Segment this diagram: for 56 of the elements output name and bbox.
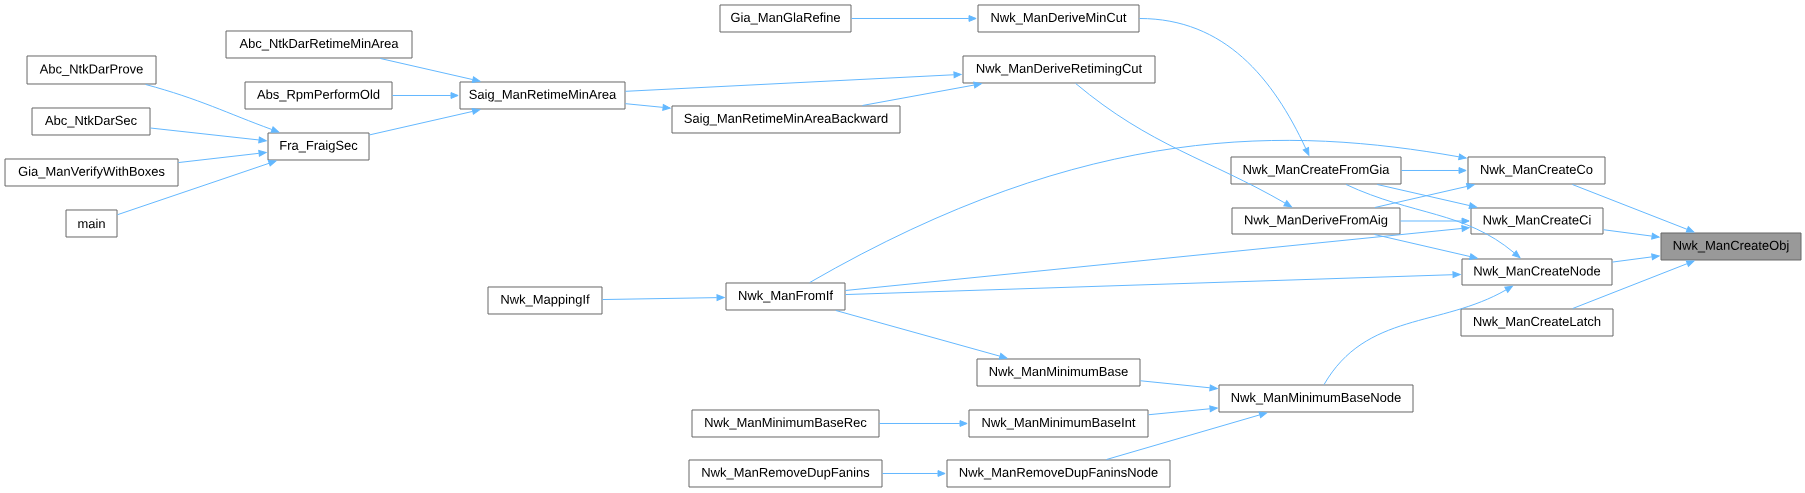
function-box: Nwk_ManMinimumBase: [976, 358, 1141, 387]
arrow: [602, 294, 725, 302]
arrow: [379, 58, 481, 83]
arrow: [1148, 405, 1218, 416]
arrow: [861, 81, 982, 106]
function-box: Abc_NtkDarSec: [31, 107, 151, 136]
function-box: Gia_ManVerifyWithBoxes: [4, 158, 179, 187]
arrow: [117, 160, 277, 216]
function-box: Nwk_ManRemoveDupFanins: [688, 459, 883, 488]
function-box: Nwk_ManFromIf: [725, 282, 846, 311]
function-box: Abc_NtkDarRetimeMinArea: [225, 30, 413, 59]
arrow: [835, 310, 1008, 360]
function-box: Abc_NtkDarProve: [26, 55, 157, 85]
function-box: Nwk_ManMinimumBaseRec: [691, 409, 880, 438]
function-box: Saig_ManRetimeMinArea: [459, 81, 626, 110]
function-box: Nwk_ManDeriveRetimingCut: [962, 55, 1156, 84]
arrow: [879, 420, 968, 427]
arrow: [392, 92, 459, 99]
arrow: [369, 108, 481, 136]
arrow: [1603, 229, 1660, 240]
function-box: Nwk_ManMinimumBaseNode: [1218, 384, 1414, 413]
function-box: Nwk_ManRemoveDupFaninsNode: [946, 459, 1171, 488]
function-box: Saig_ManRetimeMinAreaBackward: [671, 105, 901, 134]
function-box: Nwk_ManDeriveMinCut: [977, 4, 1140, 33]
arrow: [145, 84, 280, 133]
function-box: Abs_RpmPerformOld: [244, 81, 393, 110]
arrow: [1075, 83, 1292, 208]
function-box: Nwk_MappingIf: [487, 286, 603, 315]
arrow: [1345, 184, 1521, 259]
arrow: [851, 15, 977, 22]
arrow: [845, 271, 1461, 296]
arrow: [1323, 285, 1513, 385]
function-box: Nwk_ManCreateCi: [1470, 207, 1604, 235]
function-box: Nwk_ManDeriveFromAig: [1231, 207, 1401, 235]
function-box: Nwk_ManCreateObj: [1660, 232, 1802, 261]
arrow: [150, 127, 267, 144]
arrow: [882, 470, 946, 477]
arrow: [845, 225, 1470, 291]
arrow: [1401, 167, 1467, 174]
function-box: Fra_FraigSec: [267, 132, 370, 161]
arrow: [178, 149, 267, 164]
arrow: [1140, 380, 1218, 392]
arrow: [625, 103, 671, 111]
arrow: [1374, 234, 1478, 260]
function-box: Gia_ManGlaRefine: [719, 4, 852, 33]
arrow: [809, 139, 1467, 283]
arrow: [1400, 217, 1470, 225]
function-box: Nwk_ManCreateCo: [1467, 156, 1606, 185]
arrow: [1612, 253, 1660, 263]
function-box: Nwk_ManMinimumBaseInt: [968, 409, 1149, 438]
function-box: Nwk_ManCreateLatch: [1460, 308, 1614, 337]
function-box: Nwk_ManCreateFromGia: [1230, 156, 1402, 185]
function-box: Nwk_ManCreateNode: [1461, 258, 1613, 286]
arrow: [625, 71, 962, 92]
arrow: [1139, 18, 1310, 156]
function-box: main: [65, 209, 118, 238]
